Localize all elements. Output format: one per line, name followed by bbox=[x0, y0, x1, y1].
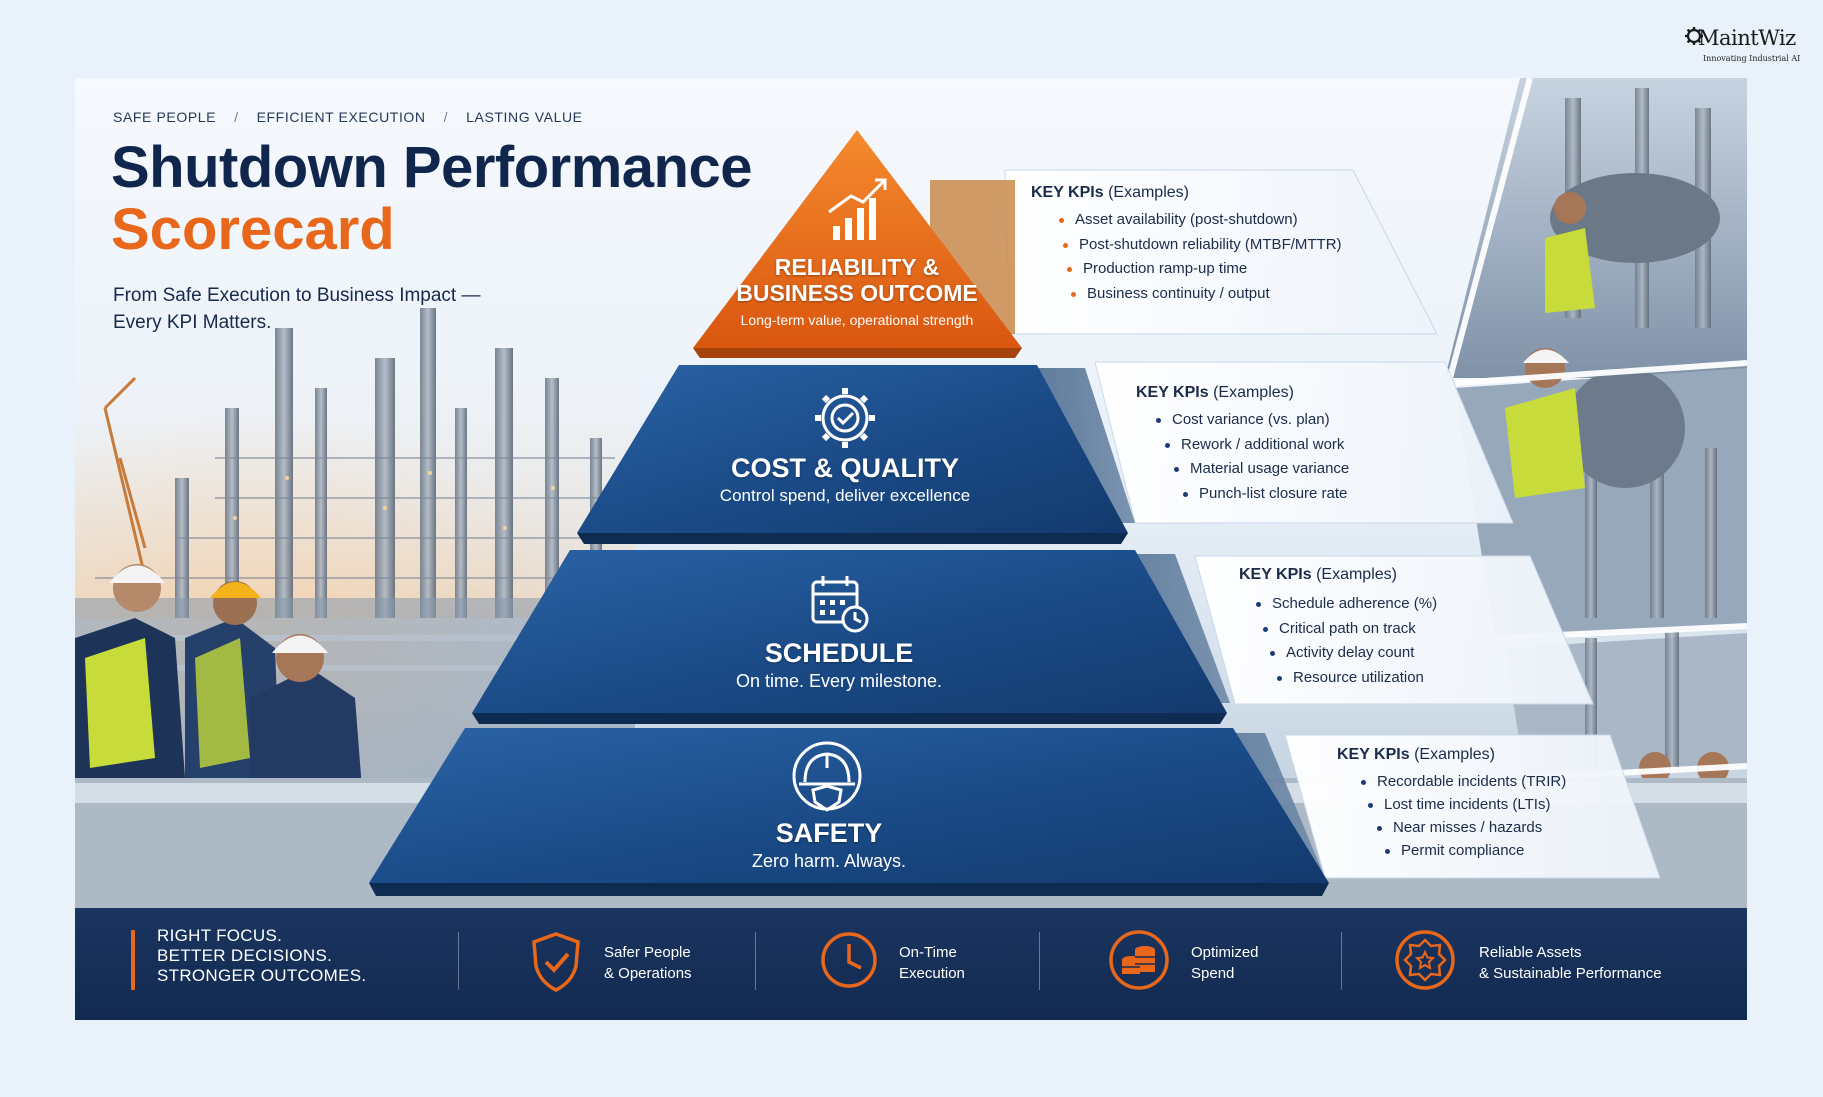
gear-check-icon bbox=[815, 388, 875, 448]
kpi-panel-safety: KEY KPIs (Examples) Recordable incidents… bbox=[1337, 746, 1566, 862]
tier-schedule: SCHEDULE On time. Every milestone. bbox=[736, 638, 942, 692]
footer-item-label: & Sustainable Performance bbox=[1479, 965, 1662, 982]
brand-name: MaintWiz bbox=[1698, 26, 1796, 50]
kpi-panel-safety-shape bbox=[1284, 734, 1661, 879]
clock-icon bbox=[821, 932, 877, 988]
footer-item-label: Safer People bbox=[604, 944, 691, 961]
scorecard-pyramid bbox=[369, 130, 1661, 896]
tier-safety-ledge bbox=[369, 883, 1329, 896]
crumb-separator: / bbox=[234, 109, 239, 125]
tier-reliability: RELIABILITY & BUSINESS OUTCOME Long-term… bbox=[736, 254, 978, 328]
footer-item-label: & Operations bbox=[604, 965, 692, 982]
footer-item-label: Execution bbox=[899, 965, 965, 982]
footer-accent-bar bbox=[131, 930, 135, 990]
calendar-clock-icon bbox=[811, 576, 869, 633]
footer-item-label: On-Time bbox=[899, 944, 957, 961]
tier-schedule-ledge bbox=[472, 713, 1227, 724]
crumb-safe-people: SAFE PEOPLE bbox=[113, 109, 217, 125]
tier-schedule-subtitle: On time. Every milestone. bbox=[735, 671, 943, 691]
tier-cost: COST & QUALITY Control spend, deliver ex… bbox=[720, 453, 970, 506]
footer-bar: RIGHT FOCUS. BETTER DECISIONS. STRONGER … bbox=[75, 908, 1747, 1020]
page-tagline: From Safe Execution to Business Impact —… bbox=[113, 282, 533, 336]
footer-divider bbox=[1341, 932, 1342, 990]
kpi-item: Asset availability (post-shutdown) bbox=[1059, 208, 1342, 233]
maintwiz-logo: MaintWiz Innovating Industrial AI bbox=[1684, 24, 1814, 68]
tier-cost-shape bbox=[577, 365, 1128, 533]
kpi-panel-reliability: KEY KPIs (Examples) Asset availability (… bbox=[1031, 184, 1342, 306]
breadcrumb: SAFE PEOPLE / EFFICIENT EXECUTION / LASTING … bbox=[113, 109, 583, 125]
crumb-efficient-execution: EFFICIENT EXECUTION bbox=[256, 109, 426, 125]
kpi-heading: KEY KPIs (Examples) bbox=[1337, 746, 1495, 763]
kpi-panel-cost: KEY KPIs (Examples) Cost variance (vs. p… bbox=[1136, 384, 1349, 506]
tier-reliability-title-line-1: RELIABILITY & bbox=[774, 254, 940, 280]
page-title-accent: Scorecard bbox=[111, 197, 395, 262]
kpi-item: Resource utilization bbox=[1276, 666, 1437, 691]
crumb-lasting-value: LASTING VALUE bbox=[466, 109, 583, 125]
kpi-item: Lost time incidents (LTIs) bbox=[1367, 793, 1566, 816]
footer-divider bbox=[755, 932, 756, 990]
tier-safety-shape bbox=[369, 728, 1329, 883]
tagline-line-1: From Safe Execution to Business Impact — bbox=[113, 285, 481, 306]
footer-divider bbox=[458, 932, 459, 990]
tier-safety-subtitle: Zero harm. Always. bbox=[751, 851, 907, 871]
kpi-item: Production ramp-up time bbox=[1067, 257, 1342, 282]
hard-hat-shield-icon bbox=[792, 741, 862, 812]
kpi-panel-schedule: KEY KPIs (Examples) Schedule adherence (… bbox=[1239, 566, 1437, 690]
footer-focus-statement: RIGHT FOCUS. BETTER DECISIONS. STRONGER … bbox=[157, 926, 366, 986]
kpi-item: Activity delay count bbox=[1269, 641, 1437, 666]
tier-cost-ledge bbox=[577, 533, 1128, 544]
tier-safety: SAFETY Zero harm. Always. bbox=[752, 818, 906, 872]
tier-cost-subtitle: Control spend, deliver excellence bbox=[719, 486, 971, 505]
tier-reliability-title-line-2: BUSINESS OUTCOME bbox=[736, 280, 978, 306]
kpi-item: Cost variance (vs. plan) bbox=[1155, 408, 1349, 433]
kpi-item: Recordable incidents (TRIR) bbox=[1360, 770, 1566, 793]
kpi-heading: KEY KPIs (Examples) bbox=[1031, 184, 1189, 201]
tier-schedule-title: SCHEDULE bbox=[764, 638, 914, 668]
tier-schedule-shape bbox=[472, 550, 1227, 713]
scorecard-card: SAFE PEOPLE / EFFICIENT EXECUTION / LASTING … bbox=[75, 78, 1747, 1020]
kpi-item: Schedule adherence (%) bbox=[1255, 592, 1437, 617]
focus-line: STRONGER OUTCOMES. bbox=[157, 966, 367, 985]
shield-check-icon bbox=[532, 932, 580, 992]
coins-icon bbox=[1109, 930, 1169, 990]
kpi-heading: KEY KPIs (Examples) bbox=[1239, 566, 1397, 583]
kpi-item: Rework / additional work bbox=[1164, 433, 1349, 458]
kpi-item: Post-shutdown reliability (MTBF/MTTR) bbox=[1063, 233, 1342, 258]
tier-reliability-ledge bbox=[693, 348, 1022, 358]
crumb-separator: / bbox=[443, 109, 449, 125]
tier-safety-title: SAFETY bbox=[775, 818, 883, 848]
footer-item-label: Optimized bbox=[1191, 944, 1259, 961]
kpi-item: Critical path on track bbox=[1262, 617, 1437, 642]
kpi-item: Business continuity / output bbox=[1071, 282, 1342, 307]
page-title: Shutdown Performance bbox=[111, 135, 752, 200]
kpi-item: Permit compliance bbox=[1384, 839, 1566, 862]
footer-item-safety: Safer People & Operations bbox=[528, 928, 728, 998]
focus-line: RIGHT FOCUS. bbox=[157, 926, 283, 945]
footer-item-label: Spend bbox=[1191, 965, 1235, 982]
kpi-panel-cost-shape bbox=[1094, 361, 1514, 524]
footer-divider bbox=[1039, 932, 1040, 990]
kpi-item: Punch-list closure rate bbox=[1182, 482, 1349, 507]
tier-reliability-subtitle: Long-term value, operational strength bbox=[740, 312, 974, 328]
growth-chart-icon bbox=[828, 178, 887, 240]
kpi-heading: KEY KPIs (Examples) bbox=[1136, 384, 1294, 401]
gear-logo-icon bbox=[1685, 27, 1703, 45]
tier-cost-title: COST & QUALITY bbox=[730, 453, 959, 483]
kpi-item: Material usage variance bbox=[1173, 457, 1349, 482]
tagline-line-2: Every KPI Matters. bbox=[113, 312, 272, 333]
kpi-panel-schedule-shape bbox=[1194, 555, 1594, 705]
award-icon bbox=[1395, 930, 1455, 990]
brand-tagline: Innovating Industrial AI bbox=[1703, 54, 1801, 63]
kpi-item: Near misses / hazards bbox=[1376, 816, 1566, 839]
footer-item-reliability: Reliable Assets & Sustainable Performance bbox=[1395, 928, 1695, 998]
footer-item-label: Reliable Assets bbox=[1479, 944, 1582, 961]
focus-line: BETTER DECISIONS. bbox=[157, 946, 333, 965]
